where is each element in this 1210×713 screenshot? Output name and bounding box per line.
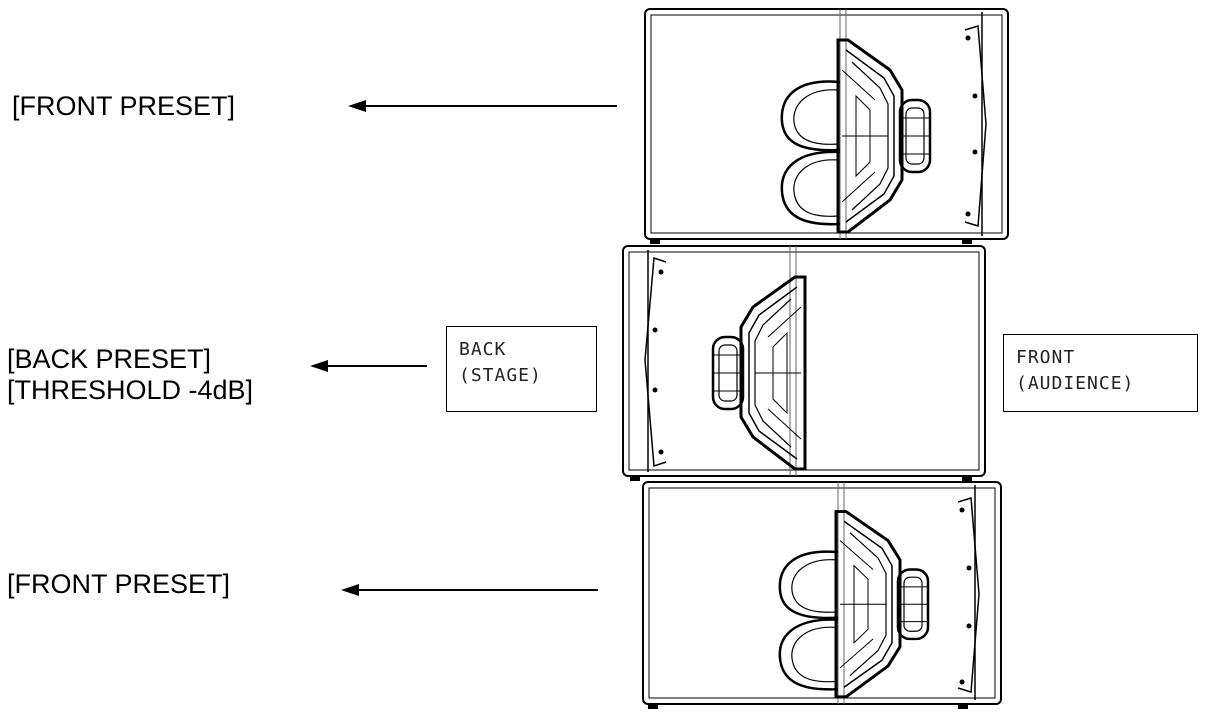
label-top-front-preset: [FRONT PRESET]: [12, 91, 236, 121]
front-audience-line2: (AUDIENCE): [1016, 373, 1135, 394]
front-audience-box: FRONT (AUDIENCE): [1003, 334, 1198, 412]
label-bottom-front-preset: [FRONT PRESET]: [7, 569, 231, 599]
arrow-bottom: [341, 584, 598, 596]
arrow-middle: [310, 360, 427, 372]
speaker-middle: [622, 245, 986, 481]
label-threshold: [THRESHOLD -4dB]: [7, 375, 254, 405]
back-stage-line2: (STAGE): [459, 365, 542, 386]
arrow-top: [348, 100, 617, 112]
speaker-bottom: [642, 481, 1002, 709]
front-audience-line1: FRONT: [1016, 347, 1076, 368]
label-back-preset: [BACK PRESET]: [7, 344, 212, 374]
back-stage-line1: BACK: [459, 339, 507, 360]
back-stage-box: BACK (STAGE): [446, 326, 597, 412]
speaker-top: [644, 8, 1009, 244]
